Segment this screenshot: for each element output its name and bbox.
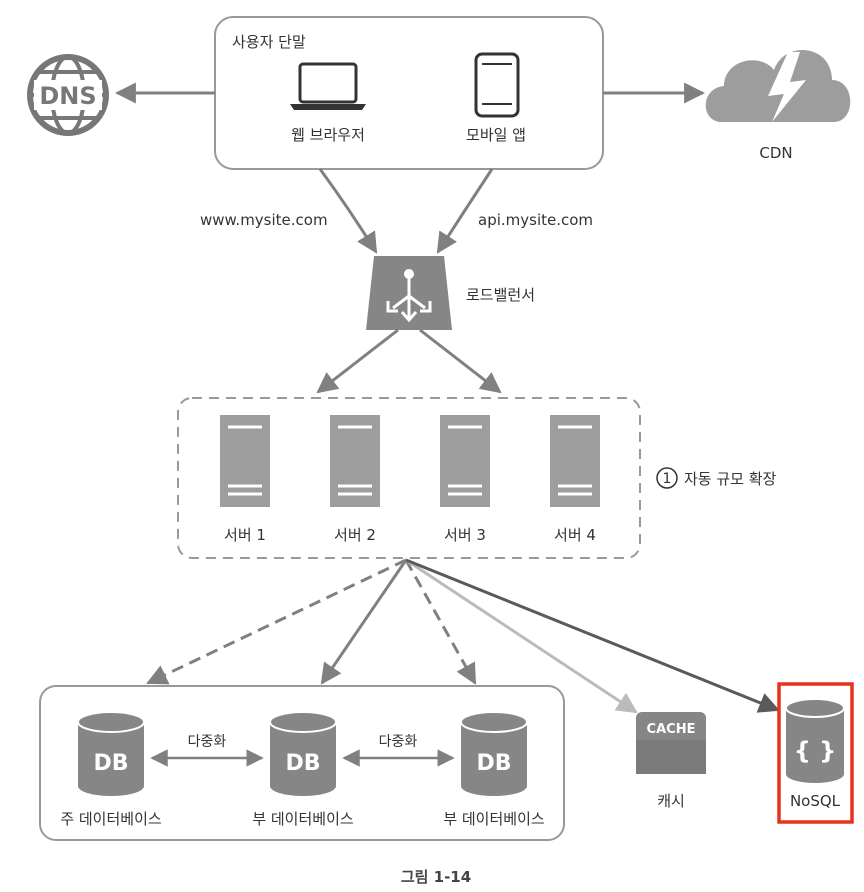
replication-label-2: 다중화 <box>379 734 418 750</box>
secondary-db-2-icon-text: DB <box>476 751 511 776</box>
arrow-servers-to-cache <box>405 558 638 714</box>
cdn-cloud-icon <box>705 49 851 122</box>
server-1 <box>220 415 270 507</box>
secondary-db-1-icon-text: DB <box>285 751 320 776</box>
secondary-db-1-icon <box>269 711 337 796</box>
arrow-servers-to-nosql <box>405 558 780 713</box>
dns-label: DNS <box>39 82 96 110</box>
server-icon <box>220 415 270 507</box>
server-icon <box>440 415 490 507</box>
server-4-label: 서버 4 <box>554 526 596 544</box>
autoscale-marker: 1 <box>663 471 672 487</box>
autoscale-label: 자동 규모 확장 <box>684 470 777 488</box>
autoscale-marker-circle <box>656 467 678 489</box>
api-domain-label: api.mysite.com <box>478 211 593 229</box>
secondary-db-2-label: 부 데이터베이스 <box>443 810 545 828</box>
server-4 <box>550 415 600 507</box>
nosql-label: NoSQL <box>790 792 841 810</box>
secondary-db-1-label: 부 데이터베이스 <box>252 810 354 828</box>
laptop-icon <box>290 62 366 110</box>
server-3 <box>440 415 490 507</box>
load-balancer-icon <box>366 256 452 330</box>
server-icon <box>550 415 600 507</box>
server-icon <box>330 415 380 507</box>
arrow-web-to-lb <box>318 168 378 254</box>
figure-caption: 그림 1-14 <box>401 868 471 886</box>
arrow-servers-to-primary-db <box>146 558 407 685</box>
server-1-label: 서버 1 <box>224 526 266 544</box>
arrow-servers-to-secondary-db-1 <box>320 559 408 685</box>
cache-icon-text: CACHE <box>647 722 696 737</box>
primary-db-label: 주 데이터베이스 <box>60 810 162 828</box>
nosql-db-icon <box>785 698 845 783</box>
cache-icon <box>636 712 706 774</box>
database-group-box <box>39 685 565 841</box>
secondary-db-2-icon <box>460 711 528 796</box>
nosql-icon-text: { } <box>794 737 837 765</box>
cache-label: 캐시 <box>657 792 685 810</box>
mobile-phone-icon <box>474 52 520 118</box>
primary-db-icon-text: DB <box>93 751 128 776</box>
arrow-lb-to-servers-right <box>419 328 502 394</box>
nosql-highlight-box <box>777 682 854 824</box>
server-3-label: 서버 3 <box>444 526 486 544</box>
arrow-servers-to-secondary-db-2 <box>404 559 477 685</box>
mobile-app-label: 모바일 앱 <box>466 126 526 144</box>
web-domain-label: www.mysite.com <box>200 211 328 229</box>
user-device-title: 사용자 단말 <box>232 33 306 51</box>
replication-label-1: 다중화 <box>188 734 227 750</box>
server-group-box <box>177 397 641 559</box>
web-browser-label: 웹 브라우저 <box>291 126 365 144</box>
primary-db-icon <box>77 711 145 796</box>
arrow-lb-to-servers-left <box>316 328 399 394</box>
dns-globe-icon <box>27 54 109 136</box>
load-balancer-label: 로드밸런서 <box>466 286 535 304</box>
cdn-label: CDN <box>759 144 792 162</box>
arrow-mobile-to-lb <box>436 168 494 254</box>
server-2-label: 서버 2 <box>334 526 376 544</box>
server-2 <box>330 415 380 507</box>
